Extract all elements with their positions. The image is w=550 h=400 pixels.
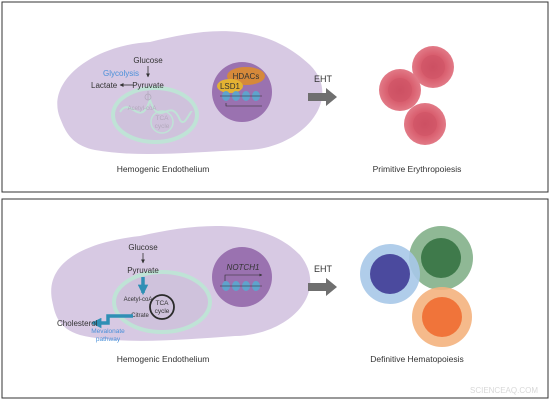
acetyl-label-bottom: Acetyl-coA xyxy=(124,297,153,303)
tca-label-top: TCA xyxy=(156,115,170,122)
chromatin-bottom xyxy=(220,281,262,291)
eht-arrow-top xyxy=(308,88,337,106)
pathway-label: pathway xyxy=(96,336,121,343)
tca-cycle-bottom xyxy=(149,294,175,320)
green-cell-nucleus xyxy=(421,238,461,278)
chromatin-top xyxy=(220,91,262,107)
hdac-label: HDACs xyxy=(233,72,260,81)
lsd1-blob xyxy=(217,79,243,93)
bottom-panel-frame xyxy=(1,198,549,399)
cycle-label-top: cycle xyxy=(155,123,170,130)
nucleus-bottom xyxy=(212,247,272,307)
glucose-label-bottom: Glucose xyxy=(128,243,158,252)
red-blood-cells xyxy=(379,46,454,145)
mevalonate-label: Mevalonate xyxy=(91,328,125,335)
notch1-arrow xyxy=(224,273,263,281)
tca-cycle-top xyxy=(150,110,174,134)
top-panel: TCA cycle Acetyl-coA Glucose Glycolysis … xyxy=(57,31,461,174)
notch1-label: NOTCH1 xyxy=(227,263,260,272)
orange-cell-nucleus xyxy=(422,297,462,337)
lactate-label: Lactate xyxy=(91,81,118,90)
glycolysis-label: Glycolysis xyxy=(103,69,139,78)
inhibit-symbol xyxy=(144,93,152,101)
outcome-label-top: Primitive Erythropoiesis xyxy=(373,164,462,174)
mitochondrion-top xyxy=(111,86,199,144)
pyruvate-label-bottom: Pyruvate xyxy=(127,266,159,275)
hemogenic-cell-top xyxy=(57,31,323,155)
hematopoietic-cells xyxy=(360,226,473,347)
glucose-label-top: Glucose xyxy=(133,56,163,65)
eht-label-bottom: EHT xyxy=(314,264,333,274)
eht-arrow-bottom xyxy=(308,278,337,296)
citrate-cholesterol-arrow xyxy=(90,314,133,329)
lsd1-label: LSD1 xyxy=(220,82,241,91)
eht-label-top: EHT xyxy=(314,74,333,84)
blue-cell-nucleus xyxy=(370,254,410,294)
cell-label-bottom: Hemogenic Endothelium xyxy=(117,354,210,364)
cell-label-top: Hemogenic Endothelium xyxy=(117,164,210,174)
acetyl-label-top: Acetyl-coA xyxy=(128,106,157,112)
watermark: SCIENCEAQ.COM xyxy=(470,386,538,395)
citrate-label: Citrate xyxy=(131,313,149,319)
cycle-label-bottom: cycle xyxy=(155,308,170,315)
pyruvate-label-top: Pyruvate xyxy=(132,81,164,90)
bottom-panel: TCA cycle Acetyl-coA Citrate Glucose Pyr… xyxy=(51,225,538,395)
top-panel-frame xyxy=(1,1,549,193)
outcome-label-bottom: Definitive Hematopoiesis xyxy=(370,354,464,364)
tca-label-bottom: TCA xyxy=(156,300,170,307)
cholesterol-label: Cholesterol xyxy=(57,319,98,328)
mito-cristae-top xyxy=(119,96,193,123)
